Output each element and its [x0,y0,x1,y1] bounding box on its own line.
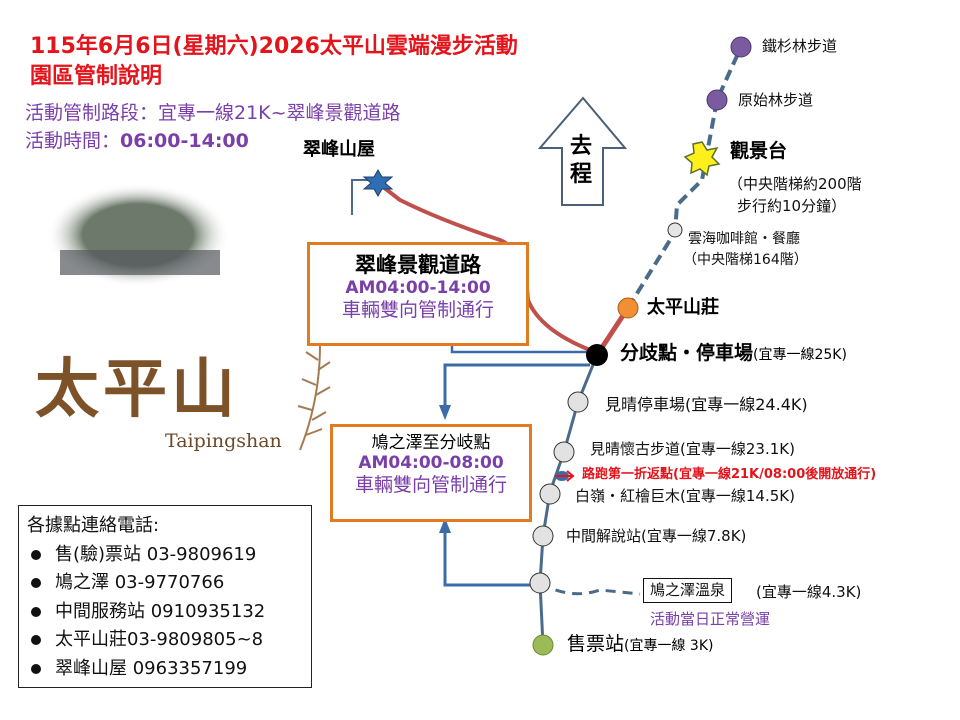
page-title-line1: 115年6月6日(星期六)2026太平山雲端漫步活動 [30,34,518,59]
node-visitor-center[interactable] [532,525,554,547]
direction-label-2: 程 [570,162,593,187]
label-jianqing-parking: 見晴停車場(宜專一線24.4K) [605,395,808,414]
bullet-icon [31,606,41,617]
node-junction[interactable] [586,344,608,366]
down-arrow-head [439,405,451,420]
direction-up-arrow [537,96,628,206]
label-ticket: 售票站(宜專一線 3K) [567,633,714,656]
logo-text: 太平山 [35,352,239,427]
upper-dashed-route [626,46,743,310]
box-title: 鳩之澤至分岐點 [371,433,491,453]
bullet-icon [31,578,41,589]
contact-item: 翠峰山屋 0963357199 [27,655,311,684]
contact-item: 售(驗)票站 03-9809619 [27,541,311,570]
activity-time: 活動時間：06:00-14:00 [25,128,249,154]
contact-text: 鳩之澤 03-9770766 [55,572,225,593]
box-time: AM04:00-14:00 [345,278,491,299]
up-arrow-head [439,518,451,533]
node-bailing[interactable] [539,483,561,505]
junction-km: (宜專一線25K) [753,347,847,363]
activity-time-label: 活動時間： [25,130,121,152]
control-section: 活動管制路段：宜專一線21K~翠峰景觀道路 [25,102,401,124]
label-junction: 分歧點・停車場(宜專一線25K) [620,342,847,365]
viewpoint-note-2: 步行約10分鐘） [737,197,847,215]
box-title: 翠峰景觀道路 [355,253,481,277]
down-arrow [443,363,590,408]
viewpoint-star-icon [683,141,721,177]
box-time: AM04:00-08:00 [358,453,504,474]
label-tieshan: 鐵杉林步道 [762,37,838,55]
lodge-connector [351,179,370,215]
turnaround-arrow-icon [555,470,575,482]
label-visitor-center: 中間解說站(宜專一線7.8K) [566,527,747,545]
contact-phone-list: 各據點連絡電話: 售(驗)票站 03-9809619 鳩之澤 03-977076… [18,505,312,688]
label-turnaround: 路跑第一折返點(宜專一線21K/08:00後開放通行) [582,467,877,482]
node-jianqing-parking[interactable] [567,391,589,413]
hotspring-note: 活動當日正常營運 [650,610,771,628]
activity-time-value: 06:00-14:00 [120,130,249,152]
node-ticket[interactable] [532,634,554,656]
fern-icon [297,344,331,451]
logo-romanized: Taipingshan [165,430,282,452]
node-yuanshi[interactable] [706,89,728,111]
node-jianqing-trail[interactable] [553,441,575,463]
node-villa[interactable] [617,297,639,319]
viewpoint-note-1: （中央階梯約200階 [728,175,862,193]
node-cafe[interactable] [667,222,683,238]
contact-title: 各據點連絡電話: [27,515,160,536]
contact-text: 中間服務站 0910935132 [55,600,266,622]
cafe-note: （中央階梯164階） [683,252,808,268]
contact-text: 翠峰山屋 0963357199 [55,657,248,679]
label-viewpoint: 觀景台 [730,140,788,162]
bullet-icon [31,663,41,674]
cuifeng-lodge-label: 翠峰山屋 [303,139,375,160]
jiuzhize-box: 鳩之澤至分岐點 AM04:00-08:00 車輛雙向管制通行 [330,424,532,522]
contact-item: 鳩之澤 03-9770766 [27,569,311,598]
label-jianqing-trail: 見晴懷古步道(宜專一線23.1K) [590,440,795,458]
box-note: 車輛雙向管制通行 [341,298,494,321]
cuifeng-road-box: 翠峰景觀道路 AM04:00-14:00 車輛雙向管制通行 [307,242,529,346]
bullet-icon [31,635,41,646]
node-tieshan[interactable] [730,36,752,58]
connector-box1 [450,345,590,354]
photo-road [60,250,220,275]
label-cafe: 雲海咖啡館・餐廳 [688,231,800,247]
contact-text: 太平山莊03-9809805~8 [55,629,264,650]
contact-item: 中間服務站 0910935132 [27,598,311,627]
box-note: 車輛雙向管制通行 [354,473,507,496]
contact-text: 售(驗)票站 03-9809619 [55,543,257,565]
junction-name: 分歧點・停車場 [620,342,754,364]
ticket-name: 售票站 [567,633,625,655]
up-arrow [443,530,530,587]
contact-item: 太平山莊03-9809805~8 [27,626,311,655]
page-title-line2: 園區管制說明 [30,64,163,89]
node-hotspring-junction[interactable] [529,572,551,594]
label-yuanshi: 原始林步道 [738,91,814,109]
label-bailing: 白嶺・紅檜巨木(宜專一線14.5K) [575,487,795,505]
hotspring-km: (宜專一線4.3K) [756,583,862,601]
bullet-icon [31,549,41,560]
lodge-star-icon [362,168,394,198]
hotspring-branch [539,581,641,596]
label-hotspring: 鳩之澤溫泉 [643,578,733,604]
label-villa: 太平山莊 [647,297,719,318]
ticket-km: (宜專一線 3K) [624,638,714,654]
direction-label-1: 去 [570,134,593,159]
